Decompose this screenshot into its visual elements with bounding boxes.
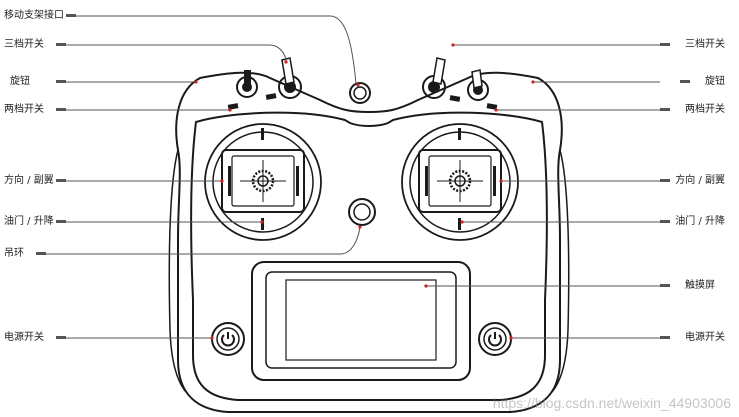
left-grip bbox=[168, 149, 187, 393]
left-top-switches bbox=[227, 57, 302, 110]
label-touch-screen: 触摸屏 bbox=[685, 280, 715, 291]
leader-lines bbox=[46, 15, 660, 339]
right-gimbal bbox=[401, 123, 519, 241]
label-two-pos-switch-right: 两档开关 bbox=[685, 104, 725, 115]
label-lanyard-ring: 吊环 bbox=[4, 248, 24, 259]
label-three-pos-switch-left: 三档开关 bbox=[4, 39, 44, 50]
touch-screen-display bbox=[285, 279, 437, 361]
label-three-pos-switch-right: 三档开关 bbox=[685, 39, 725, 50]
label-power-switch-right: 电源开关 bbox=[685, 332, 725, 343]
label-power-switch-left: 电源开关 bbox=[4, 332, 44, 343]
lanyard-ring bbox=[348, 198, 376, 226]
bracket-port-inner bbox=[353, 86, 367, 100]
leader-line-stubs bbox=[36, 14, 690, 339]
right-top-switches bbox=[422, 57, 498, 110]
power-button-right bbox=[478, 322, 512, 356]
label-throttle-lift-left: 油门 / 升降 bbox=[4, 216, 54, 227]
label-two-pos-switch-left: 两档开关 bbox=[4, 104, 44, 115]
transmitter-inner-contour bbox=[190, 111, 548, 401]
label-throttle-lift-right: 油门 / 升降 bbox=[675, 216, 725, 227]
label-knob-left: 旋钮 bbox=[10, 76, 30, 87]
bracket-port-outer bbox=[349, 82, 371, 104]
power-button-left bbox=[211, 322, 245, 356]
label-knob-right: 旋钮 bbox=[705, 76, 725, 87]
label-direction-aileron-right: 方向 / 副翼 bbox=[675, 175, 725, 186]
marker-dots bbox=[194, 43, 535, 340]
lanyard-ring-inner bbox=[353, 203, 371, 221]
watermark: https://blog.csdn.net/weixin_44903006 bbox=[492, 395, 731, 411]
label-direction-aileron-left: 方向 / 副翼 bbox=[4, 175, 54, 186]
left-gimbal bbox=[204, 123, 322, 241]
label-mobile-bracket-port: 移动支架接口 bbox=[4, 10, 64, 21]
right-grip bbox=[551, 149, 570, 393]
transmitter-body-outline bbox=[175, 71, 563, 413]
touch-screen-frame bbox=[265, 271, 457, 369]
touch-screen-bezel bbox=[251, 261, 471, 381]
